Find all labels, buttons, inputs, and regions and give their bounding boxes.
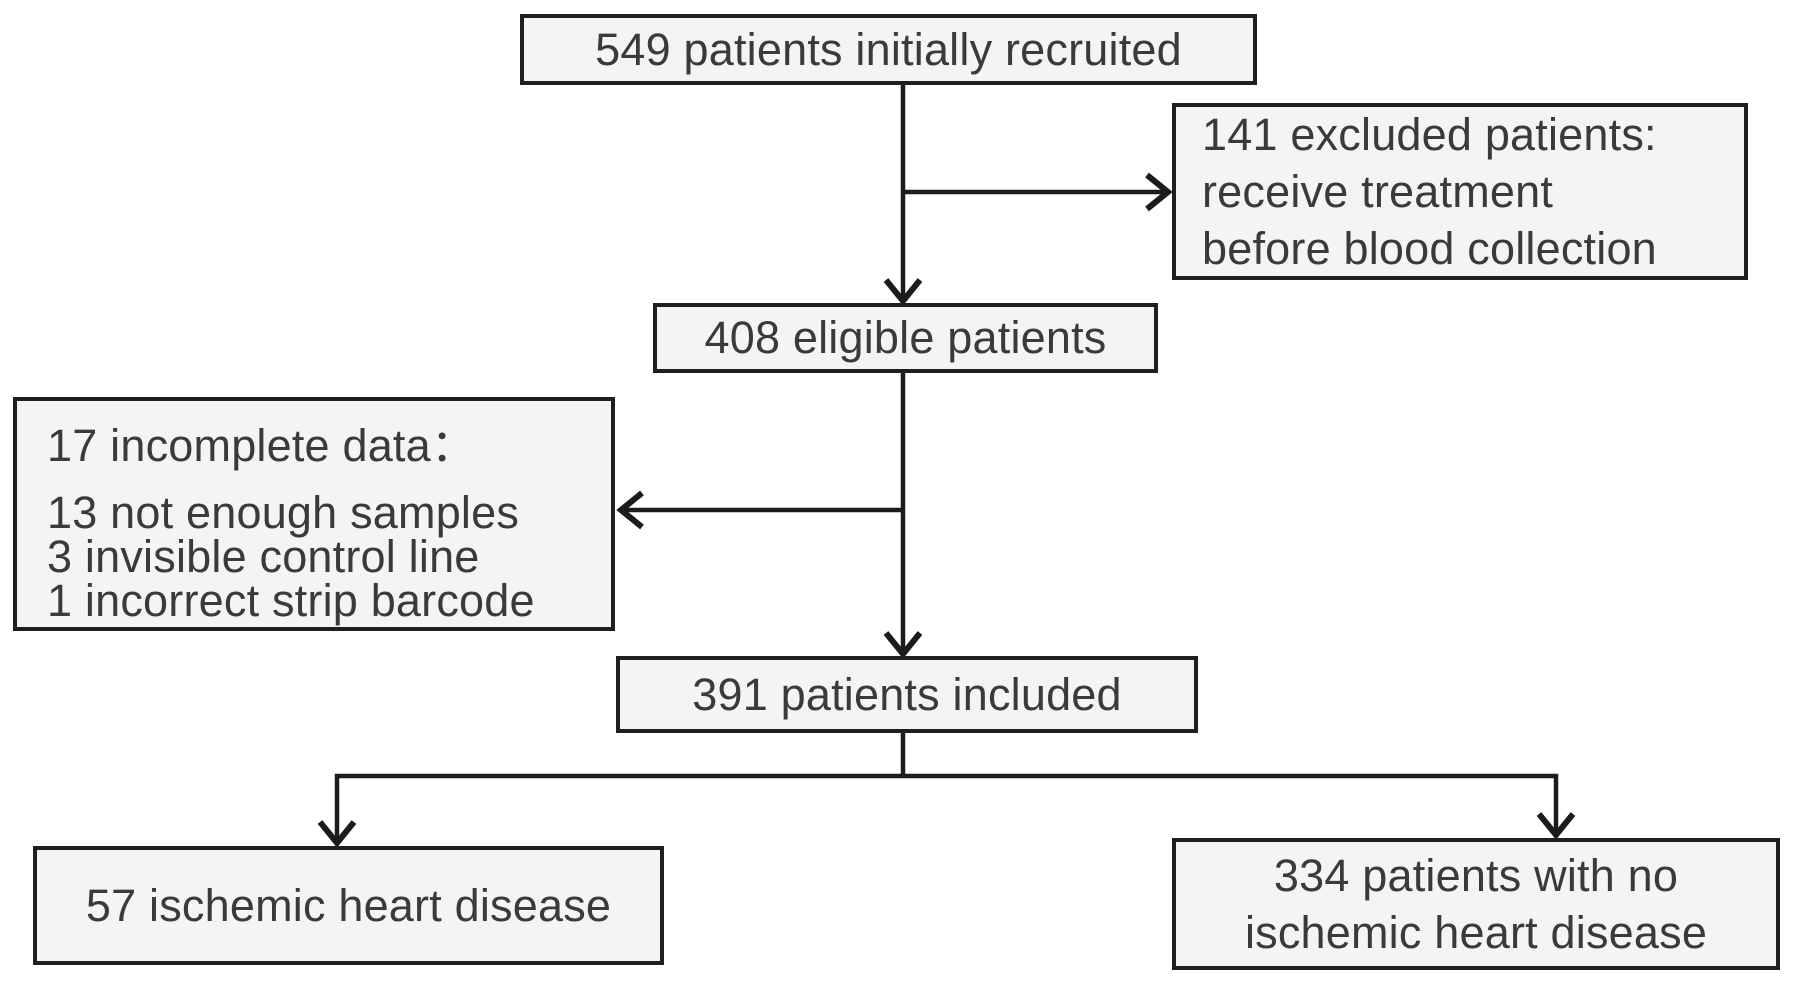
node-ischemic: 57 ischemic heart disease — [33, 846, 664, 965]
arrowhead-into-no-ischemic — [1536, 812, 1576, 840]
node-excluded-line: receive treatment — [1202, 166, 1554, 217]
node-ischemic-label: 57 ischemic heart disease — [85, 879, 612, 931]
node-included: 391 patients included — [616, 656, 1198, 733]
node-incomplete: 17 incomplete data： 13 not enough sample… — [13, 397, 615, 631]
node-no-ischemic-line: 334 patients with no — [1273, 850, 1679, 901]
node-incomplete-line: 13 not enough samples — [47, 487, 520, 538]
node-excluded-line: 141 excluded patients: — [1202, 109, 1657, 160]
arrowhead-into-included — [883, 631, 923, 659]
arrowhead-into-excluded — [1145, 172, 1173, 212]
arrowhead-into-incomplete — [616, 490, 644, 530]
node-incomplete-line: 17 incomplete data： — [47, 420, 477, 471]
node-incomplete-line: 1 incorrect strip barcode — [47, 575, 535, 626]
node-excluded-line: before blood collection — [1202, 223, 1657, 274]
node-recruited-label: 549 patients initially recruited — [595, 23, 1182, 75]
node-no-ischemic-line: ischemic heart disease — [1244, 907, 1708, 958]
node-recruited: 549 patients initially recruited — [520, 14, 1257, 85]
node-no-ischemic: 334 patients with no ischemic heart dise… — [1172, 838, 1780, 970]
node-included-label: 391 patients included — [692, 668, 1122, 720]
node-excluded: 141 excluded patients: receive treatment… — [1172, 103, 1748, 280]
connector-bottom-split — [334, 773, 1559, 841]
node-eligible-label: 408 eligible patients — [704, 312, 1107, 363]
node-eligible: 408 eligible patients — [653, 303, 1158, 373]
arrowhead-into-eligible — [883, 278, 923, 306]
node-incomplete-line: 3 invisible control line — [47, 531, 480, 582]
arrowhead-into-ischemic — [317, 820, 357, 848]
